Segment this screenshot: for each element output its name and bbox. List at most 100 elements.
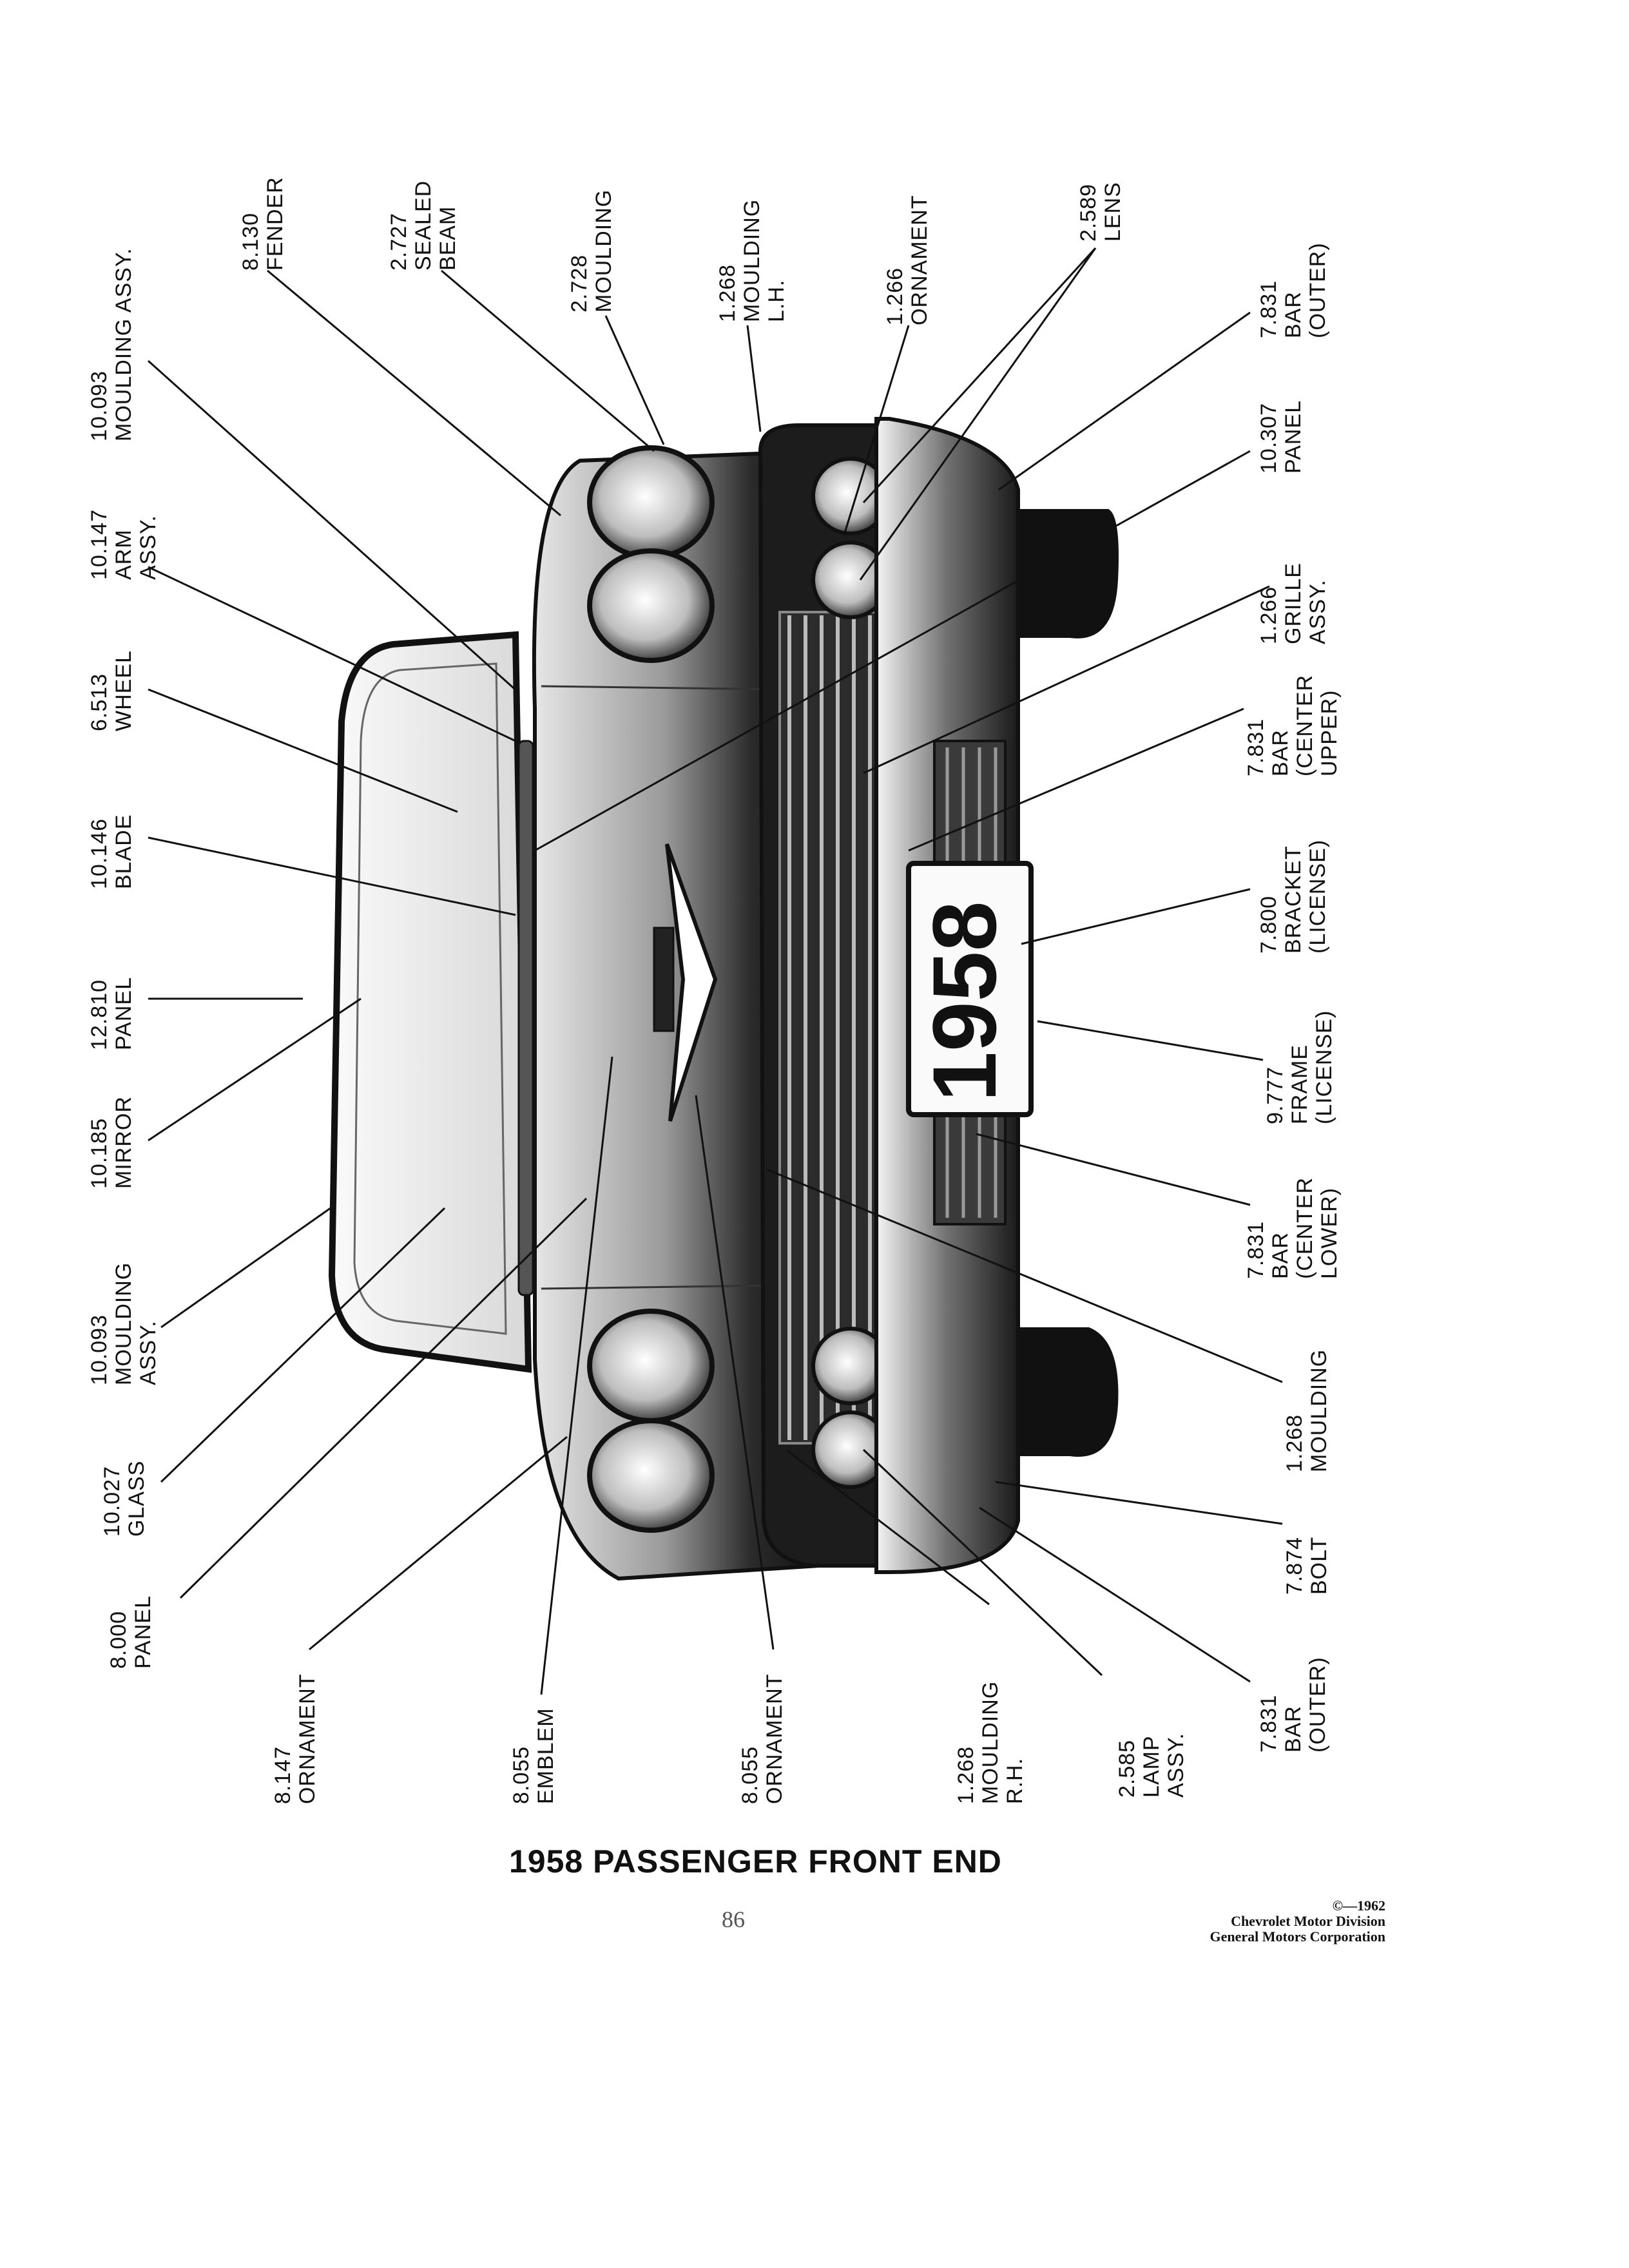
callout-text: SEALED	[411, 180, 436, 271]
callout-text: FENDER	[263, 177, 287, 271]
callout-text: ORNAMENT	[907, 195, 932, 325]
callout-number: 10.147	[87, 509, 111, 580]
callout-text: ARM	[111, 529, 136, 580]
callout-text: (LICENSE)	[1306, 839, 1330, 954]
callout-text: ASSY.	[1164, 1733, 1188, 1798]
callout-number: 10.307	[1257, 403, 1281, 474]
callout-text: (CENTER	[1293, 1177, 1317, 1279]
callout-text: BAR	[1268, 729, 1293, 776]
callout-number: 10.185	[87, 1118, 111, 1189]
callout-number: 8.055	[509, 1745, 534, 1804]
callout-number: 10.027	[100, 1466, 124, 1537]
callout-moulding-grille: 1.268 MOULDING	[1282, 1349, 1331, 1472]
callout-number: 7.831	[1257, 280, 1281, 338]
callout-bolt: 7.874 BOLT	[1282, 1537, 1331, 1595]
license-plate: 1958	[906, 861, 1034, 1117]
callout-bar-center-lower: 7.831 BAR (CENTER LOWER)	[1244, 1177, 1342, 1279]
callout-lamp-assy: 2.585 LAMP ASSY.	[1115, 1733, 1188, 1798]
callout-text: MOULDING	[978, 1680, 1003, 1804]
callout-ornament-fender: 8.147 ORNAMENT	[271, 1673, 320, 1804]
callout-number: 8.055	[738, 1745, 762, 1804]
license-plate-text: 1958	[914, 901, 1015, 1102]
callout-fender: 8.130 FENDER	[238, 177, 287, 271]
callout-bar-outer-right: 7.831 BAR (OUTER)	[1257, 1657, 1330, 1753]
callout-number: 8.130	[238, 212, 263, 271]
callout-text: WHEEL	[111, 650, 136, 731]
callout-text: (CENTER	[1293, 674, 1317, 776]
callout-moulding-assy-left: 10.093 MOULDING ASSY.	[87, 1262, 160, 1385]
publisher-credit: ©—1962 Chevrolet Motor Division General …	[1070, 1898, 1386, 1945]
callout-number: 7.831	[1244, 1220, 1268, 1279]
wiper-blade	[517, 740, 534, 1296]
callout-text: MOULDING	[740, 198, 764, 322]
callout-number: 2.727	[387, 212, 411, 271]
callout-moulding-rh: 1.268 MOULDING R.H.	[954, 1681, 1027, 1804]
callout-text: LOWER)	[1317, 1187, 1342, 1279]
callout-text: UPPER)	[1317, 689, 1342, 776]
callout-text: ASSY.	[136, 515, 160, 580]
callout-bar-center-upper: 7.831 BAR (CENTER UPPER)	[1244, 675, 1342, 776]
callout-frame-license: 9.777 FRAME (LICENSE)	[1263, 1010, 1336, 1124]
parking-lamps	[811, 457, 890, 1489]
callout-glass: 10.027 GLASS	[100, 1461, 149, 1537]
callout-number: 1.266	[1257, 586, 1281, 644]
callout-text: (LICENSE)	[1312, 1010, 1336, 1124]
callout-text: ASSY.	[136, 1320, 160, 1385]
callout-text: MOULDING	[592, 189, 616, 312]
callout-text: GRILLE	[1281, 562, 1306, 644]
headlamp-lower-pair	[587, 1309, 715, 1533]
callout-number: 7.874	[1282, 1536, 1307, 1595]
callout-emblem: 8.055 EMBLEM	[509, 1707, 558, 1804]
callout-moulding-lh: 1.268 MOULDING L.H.	[715, 199, 789, 322]
callout-text: BAR	[1268, 1232, 1293, 1279]
callout-moulding-assy-top: 10.093 MOULDING ASSY.	[87, 247, 136, 441]
callout-sealed-beam: 2.727 SEALED BEAM	[387, 180, 460, 271]
callout-leader-lines	[147, 247, 1283, 1695]
callout-bar-outer-top: 7.831 BAR (OUTER)	[1257, 242, 1330, 338]
callout-text: MOULDING	[1307, 1349, 1331, 1472]
callout-text: LENS	[1101, 182, 1125, 242]
copyright-line: ©—1962	[1332, 1898, 1385, 1914]
callout-number: 1.266	[883, 267, 907, 325]
callout-mirror: 10.185 MIRROR	[87, 1096, 136, 1189]
callout-number: 2.585	[1115, 1739, 1139, 1798]
callout-wheel: 6.513 WHEEL	[87, 650, 136, 731]
page-title: 1958 PASSENGER FRONT END	[509, 1843, 1002, 1879]
callout-text: BOLT	[1307, 1536, 1331, 1595]
callout-text: BRACKET	[1281, 845, 1306, 954]
callout-number: 10.093	[87, 1314, 111, 1385]
callout-text: MIRROR	[111, 1096, 136, 1189]
callout-panel-hood: 8.000 PANEL	[106, 1595, 155, 1669]
callout-panel-cowl: 12.810 PANEL	[87, 977, 136, 1050]
callout-text: PANEL	[1281, 400, 1306, 474]
tires	[1018, 509, 1119, 1457]
callout-text: BEAM	[436, 206, 460, 271]
callout-number: 9.777	[1263, 1066, 1287, 1124]
windshield	[328, 631, 532, 1373]
callout-blade: 10.146 BLADE	[87, 814, 136, 890]
callout-number: 1.268	[715, 264, 740, 322]
callout-text: ASSY.	[1306, 579, 1330, 644]
callout-text: ORNAMENT	[295, 1673, 320, 1804]
callout-text: MOULDING	[111, 1262, 136, 1385]
callout-number: 1.268	[954, 1745, 978, 1804]
callout-lens: 2.589 LENS	[1076, 182, 1125, 242]
page-number: 86	[722, 1907, 745, 1932]
callout-grille-assy: 1.266 GRILLE ASSY.	[1257, 562, 1330, 644]
headlamp-upper-pair	[587, 445, 715, 663]
callout-text: BAR	[1281, 291, 1306, 338]
callout-number: 2.589	[1076, 183, 1101, 242]
callout-number: 7.800	[1257, 895, 1281, 954]
callout-number: 7.831	[1257, 1694, 1281, 1753]
callout-panel-right: 10.307 PANEL	[1257, 400, 1306, 474]
callout-number: 12.810	[87, 979, 111, 1050]
callout-ornament-hood: 8.055 ORNAMENT	[738, 1673, 787, 1804]
credit-line-1: Chevrolet Motor Division	[1231, 1913, 1385, 1929]
callout-number: 7.831	[1244, 718, 1268, 776]
callout-text: LAMP	[1139, 1735, 1164, 1798]
credit-line-2: General Motors Corporation	[1210, 1928, 1386, 1945]
callout-text: PANEL	[111, 977, 136, 1050]
callout-moulding-headlamp: 2.728 MOULDING	[567, 189, 616, 312]
callout-text: (OUTER)	[1306, 242, 1330, 338]
